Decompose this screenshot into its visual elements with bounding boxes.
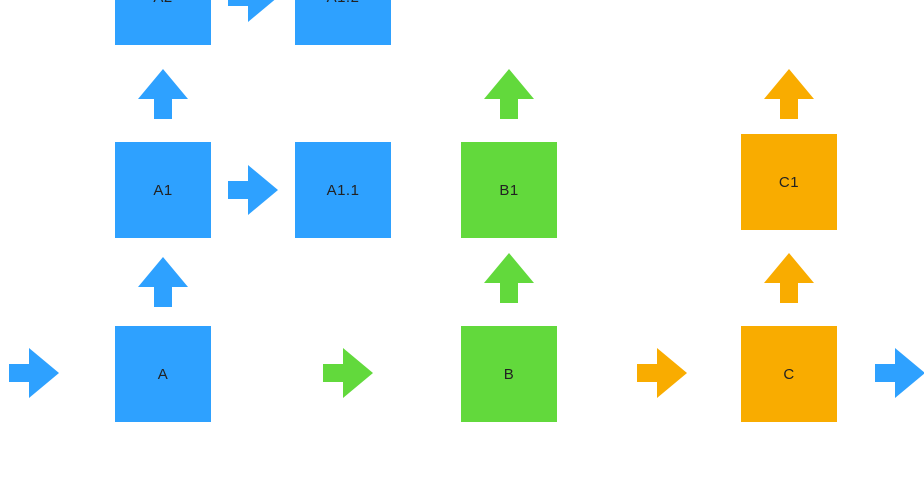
arrow-up-icon bbox=[764, 69, 814, 119]
node-b1: B1 bbox=[461, 142, 557, 238]
node-a2: A2 bbox=[115, 0, 211, 45]
arrow-right-icon bbox=[637, 348, 687, 398]
node-a1-1: A1.1 bbox=[295, 142, 391, 238]
arrow-right-icon bbox=[228, 0, 278, 22]
node-a1-2: A1.2 bbox=[295, 0, 391, 45]
arrow-right-icon bbox=[323, 348, 373, 398]
node-a: A bbox=[115, 326, 211, 422]
node-c: C bbox=[741, 326, 837, 422]
node-c1: C1 bbox=[741, 134, 837, 230]
arrow-right-icon bbox=[9, 348, 59, 398]
node-b: B bbox=[461, 326, 557, 422]
arrow-right-icon bbox=[875, 348, 924, 398]
arrow-up-icon bbox=[138, 69, 188, 119]
node-a1: A1 bbox=[115, 142, 211, 238]
arrow-right-icon bbox=[228, 165, 278, 215]
arrow-up-icon bbox=[484, 253, 534, 303]
arrow-up-icon bbox=[764, 253, 814, 303]
arrow-up-icon bbox=[138, 257, 188, 307]
arrow-up-icon bbox=[484, 69, 534, 119]
